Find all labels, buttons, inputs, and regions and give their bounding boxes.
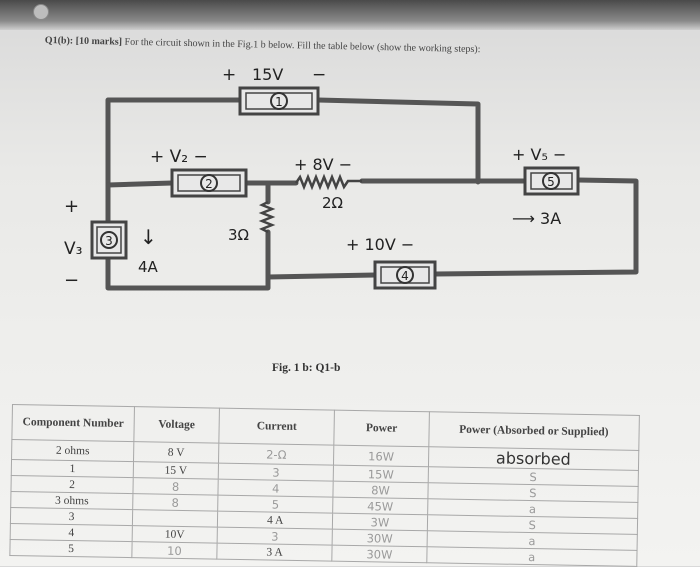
component-box-3: 3 — [90, 220, 128, 260]
header-voltage: Voltage — [133, 406, 220, 444]
cell-current: 3 A — [216, 543, 333, 562]
component-box-5: 5 — [523, 166, 580, 196]
label-15v-plus: + — [222, 65, 236, 85]
cell-power: 16W — [333, 445, 429, 467]
wire-top-left — [105, 97, 243, 188]
label-3a: ⟶ 3A — [512, 209, 561, 228]
component-label-4: 4 — [401, 269, 409, 283]
component-label-1: 1 — [275, 95, 283, 109]
cell-power: 30W — [332, 545, 427, 563]
label-v3-minus: − — [64, 270, 79, 291]
label-10v: + 10V − — [346, 235, 414, 254]
component-label-5: 5 — [547, 175, 555, 189]
corner-dot-icon — [33, 4, 49, 20]
top-background — [0, 0, 700, 30]
label-4a: 4A — [138, 258, 159, 276]
wire-top-right — [315, 97, 481, 185]
header-component: Component Number — [11, 404, 135, 442]
figure-caption: Fig. 1 b: Q1-b — [272, 362, 341, 374]
cell-voltage: 15 V — [133, 461, 219, 480]
cell-component: 5 — [9, 539, 133, 558]
label-15v-minus: − — [312, 65, 326, 85]
wire-left-lower — [105, 255, 271, 291]
arrow-down-icon: ↓ — [140, 225, 157, 249]
cell-power: 3W — [332, 513, 428, 531]
header-current: Current — [218, 408, 335, 446]
cell-voltage: 10 — [131, 541, 218, 560]
component-box-1: 1 — [238, 86, 320, 116]
cell-status: a — [426, 546, 638, 567]
resistor-2ohm — [294, 173, 362, 191]
header-power: Power — [334, 410, 429, 447]
label-3ohm: 3Ω — [228, 226, 249, 244]
label-v2: + V₂ − — [150, 147, 208, 167]
label-2ohm: 2Ω — [322, 194, 343, 212]
label-v3-plus: + — [64, 196, 79, 217]
cell-power: 45W — [333, 497, 428, 515]
component-label-2: 2 — [205, 177, 213, 191]
cell-voltage: 8 — [133, 477, 219, 496]
component-label-3: 3 — [105, 234, 113, 248]
label-v5: + V₅ − — [512, 145, 566, 164]
wire-mid-left — [105, 180, 175, 188]
cell-current: 2-Ω — [218, 443, 335, 466]
label-8v: + 8V − — [294, 155, 352, 174]
cell-current: 5 — [217, 495, 334, 514]
answer-table: Component Number Voltage Current Power P… — [9, 404, 640, 567]
cell-voltage: 8 — [132, 493, 218, 512]
resistor-3ohm — [258, 200, 276, 234]
wire-right-loop — [432, 177, 639, 277]
cell-power: 8W — [333, 481, 428, 499]
cell-power: 15W — [333, 465, 429, 483]
component-box-2: 2 — [170, 168, 248, 198]
label-v3: V₃ — [64, 239, 82, 259]
cell-voltage: 8 V — [133, 441, 219, 464]
cell-component: 2 ohms — [11, 439, 134, 462]
cell-voltage — [132, 509, 218, 528]
circuit-diagram: 1 2 3 4 5 + 15V − + V₂ − + 8V − 2Ω 3Ω + … — [64, 65, 639, 291]
cell-power: 30W — [332, 529, 427, 547]
cell-voltage: 10V — [132, 525, 218, 544]
cell-current: 4 — [217, 479, 334, 498]
label-15v: 15V — [252, 65, 283, 84]
header-power-type: Power (Absorbed or Supplied) — [428, 411, 640, 451]
component-box-4: 4 — [373, 260, 437, 290]
